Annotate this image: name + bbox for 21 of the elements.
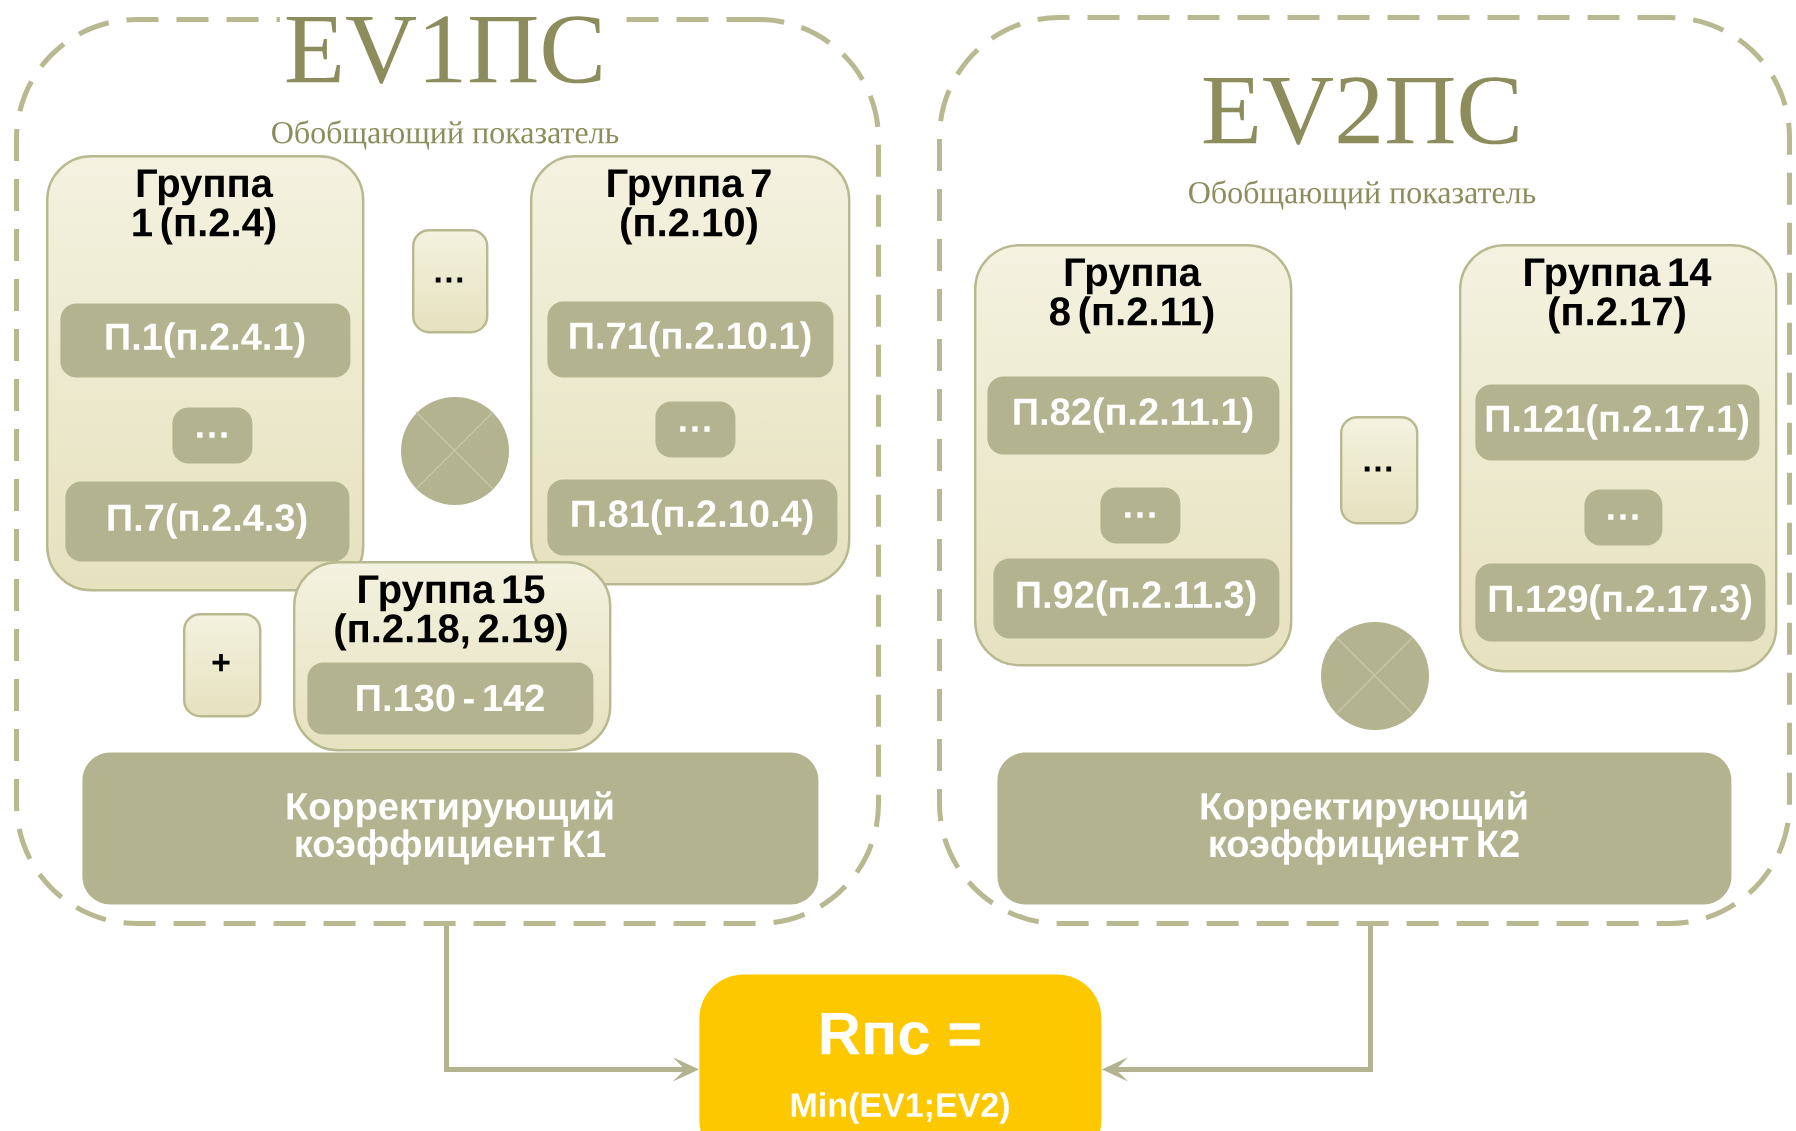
item-box: П.1(п.2.4.1)	[60, 303, 351, 378]
multiplication-sign	[401, 397, 509, 505]
item-box: …	[655, 401, 736, 458]
item-box: …	[172, 407, 253, 464]
item-box: …	[1100, 487, 1181, 544]
item-box: П.81(п.2.10.4)	[547, 479, 838, 556]
coefficient-box: Корректирующий коэффициент К1	[82, 752, 819, 905]
item-box: П.130 - 142	[307, 662, 594, 735]
item-box: П.82(п.2.11.1)	[987, 376, 1280, 455]
item-box: П.71(п.2.10.1)	[547, 301, 834, 378]
item-box: П.92(п.2.11.3)	[993, 558, 1280, 639]
item-box: П.7(п.2.4.3)	[65, 481, 350, 562]
item-box: П.129(п.2.17.3)	[1475, 563, 1766, 642]
multiplication-sign	[1321, 622, 1429, 730]
ellipsis-box: …	[412, 229, 489, 334]
coefficient-box: Корректирующий коэффициент К2	[997, 752, 1732, 905]
ellipsis-box: …	[1340, 416, 1419, 525]
item-box: П.121(п.2.17.1)	[1475, 384, 1760, 461]
item-box: …	[1584, 489, 1663, 546]
result-box: Rпс = Min(EV1;EV2)	[699, 974, 1102, 1131]
ellipsis-box: +	[183, 613, 262, 718]
